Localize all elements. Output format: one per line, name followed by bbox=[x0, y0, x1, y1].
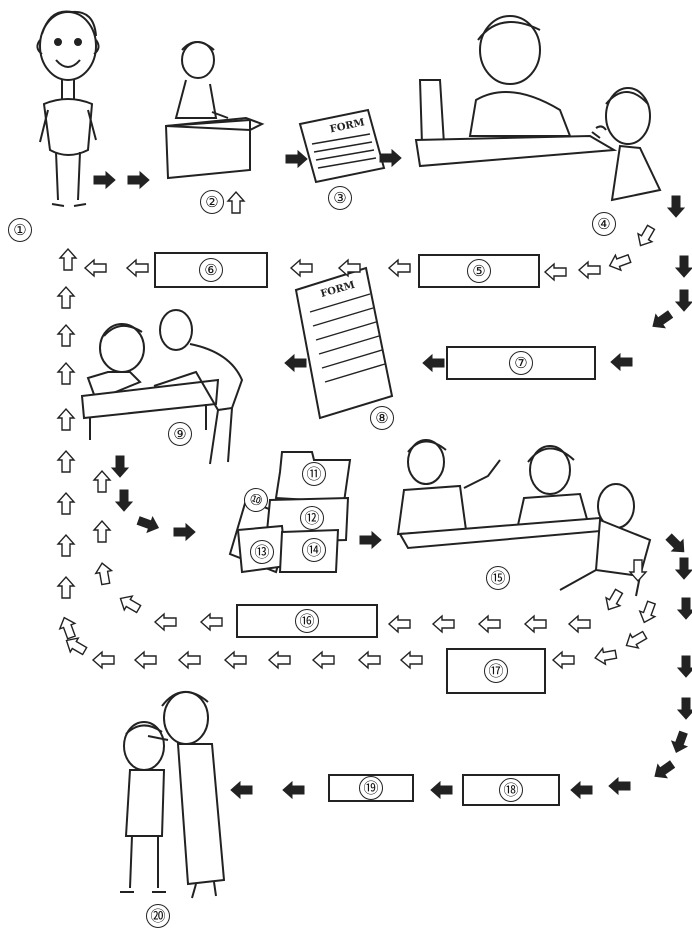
step-number-15: ⑮ bbox=[486, 566, 510, 590]
step-number-20: ⑳ bbox=[146, 904, 170, 928]
step-number-14: ⑭ bbox=[302, 538, 326, 562]
form-document-illustration-2: FORM bbox=[294, 266, 394, 420]
folder-cards-illustration bbox=[228, 451, 352, 574]
step-number-6: ⑥ bbox=[199, 258, 223, 282]
step-box-7: ⑦ bbox=[446, 346, 596, 380]
step-number-5: ⑤ bbox=[467, 259, 491, 283]
step-number-17: ⑰ bbox=[484, 659, 508, 683]
boy-standing-illustration bbox=[36, 10, 100, 207]
form-document-illustration: FORM bbox=[298, 108, 386, 184]
step-box-5: ⑤ bbox=[418, 254, 540, 288]
team-meeting-illustration bbox=[396, 439, 652, 597]
step-number-19: ⑲ bbox=[359, 776, 383, 800]
step-number-2: ② bbox=[200, 190, 224, 214]
step-number-13: ⑬ bbox=[250, 540, 274, 564]
step-number-1: ① bbox=[8, 218, 32, 242]
step-number-9: ⑨ bbox=[168, 422, 192, 446]
step-number-18: ⑱ bbox=[499, 778, 523, 802]
step-number-7: ⑦ bbox=[509, 351, 533, 375]
mother-and-child-illustration bbox=[120, 691, 226, 899]
step-box-19: ⑲ bbox=[328, 774, 414, 802]
clerk-at-desk-illustration bbox=[164, 41, 265, 180]
step-number-16: ⑯ bbox=[295, 609, 319, 633]
step-box-16: ⑯ bbox=[236, 604, 378, 638]
step-number-4: ④ bbox=[592, 212, 616, 236]
step-number-8: ⑧ bbox=[370, 406, 394, 430]
step-box-17: ⑰ bbox=[446, 648, 546, 694]
step-box-18: ⑱ bbox=[462, 774, 560, 806]
step-box-6: ⑥ bbox=[154, 252, 268, 288]
child-testing-illustration bbox=[80, 309, 244, 465]
step-number-11: ⑪ bbox=[302, 462, 326, 486]
step-number-12: ⑫ bbox=[300, 506, 324, 530]
interview-table-illustration bbox=[414, 15, 662, 202]
step-number-3: ③ bbox=[328, 186, 352, 210]
hollow-arrows bbox=[56, 191, 660, 669]
